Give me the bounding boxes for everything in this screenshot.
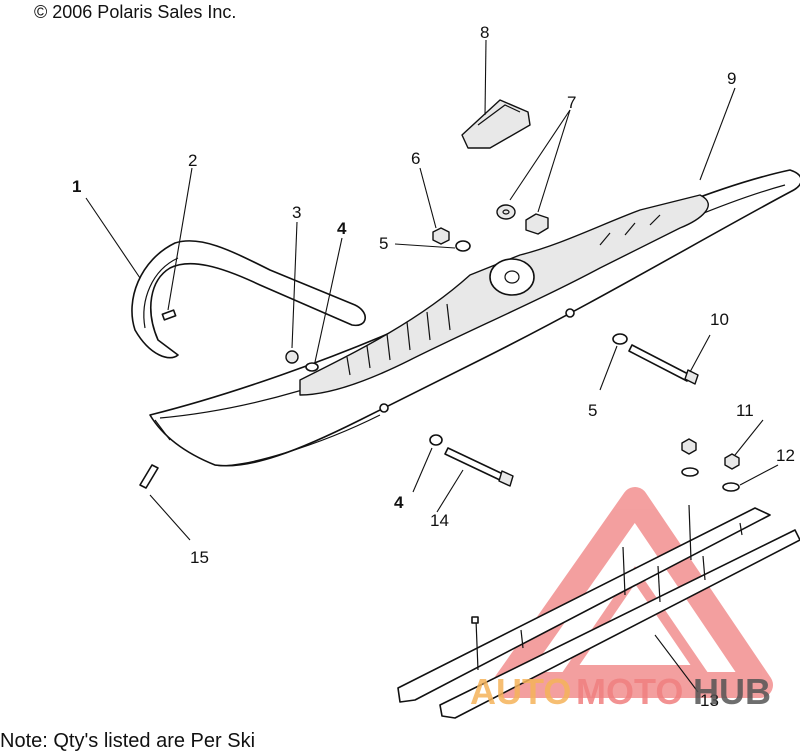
watermark-word-moto: MOTO — [576, 671, 683, 712]
nut-6 — [432, 227, 450, 245]
saddle-8 — [461, 99, 531, 149]
bolt-14 — [444, 447, 514, 487]
watermark-word-hub: HUB — [693, 671, 771, 712]
washer-4-lower — [429, 434, 443, 446]
washer-5-lower — [612, 333, 628, 345]
callout-4-upper: 4 — [337, 219, 347, 238]
copyright-text: © 2006 Polaris Sales Inc. — [34, 2, 237, 22]
washer-4-upper — [305, 362, 319, 372]
wear-bars-13 — [397, 504, 800, 719]
ski-loop-handle — [131, 240, 366, 359]
pin-2 — [161, 309, 177, 321]
callout-3: 3 — [292, 203, 301, 222]
callout-labels: 1 2 3 4 5 6 7 8 9 10 5 11 12 4 14 15 13 — [72, 23, 795, 710]
watermark-word-auto: AUTO — [470, 671, 571, 712]
callout-1: 1 — [72, 177, 81, 196]
bushing-7-pair — [496, 204, 549, 235]
watermark-triangle-inner — [560, 566, 710, 675]
bolt-10 — [628, 344, 699, 385]
leader-lines — [85, 39, 779, 693]
callout-5-lower: 5 — [588, 401, 597, 420]
callout-5-upper: 5 — [379, 234, 388, 253]
callout-15: 15 — [190, 548, 209, 567]
washer-12-pair — [681, 467, 740, 492]
watermark-text: AUTO MOTO HUB — [470, 671, 771, 712]
callout-12: 12 — [776, 446, 795, 465]
quantity-note: Note: Qty's listed are Per Ski — [0, 730, 256, 752]
nut-3 — [285, 350, 299, 364]
callout-4-lower: 4 — [394, 493, 404, 512]
callout-8: 8 — [480, 23, 489, 42]
pin-15 — [139, 464, 159, 489]
nut-11-pair — [681, 438, 740, 470]
callout-6: 6 — [411, 149, 420, 168]
callout-14: 14 — [430, 511, 449, 530]
callout-10: 10 — [710, 310, 729, 329]
ski-body — [149, 169, 800, 467]
washer-5-upper — [455, 240, 471, 252]
callout-11: 11 — [736, 401, 754, 420]
callout-9: 9 — [727, 69, 736, 88]
callout-2: 2 — [188, 151, 197, 170]
callout-13: 13 — [700, 691, 719, 710]
callout-7: 7 — [567, 93, 576, 112]
